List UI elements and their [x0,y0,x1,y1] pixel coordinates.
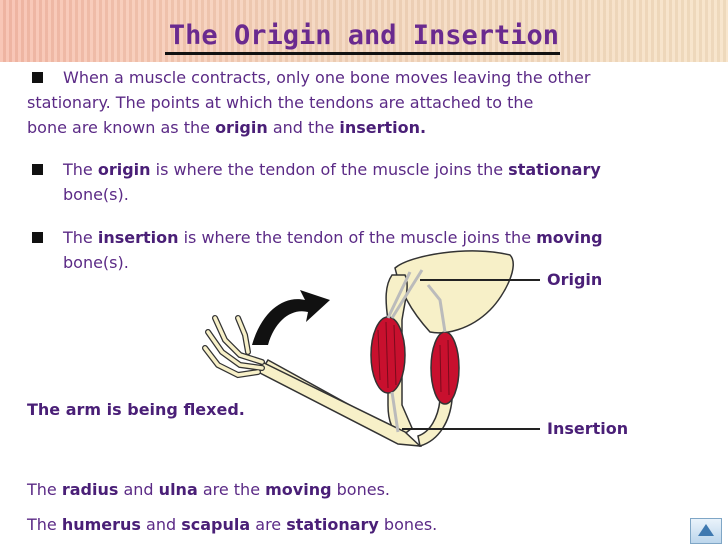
insertion-label: Insertion [547,419,629,438]
insertion-definition-line-2: bone(s). [63,253,129,272]
square-bullet-icon [32,232,43,243]
square-bullet-icon [32,164,43,175]
origin-definition-line-2: bone(s). [63,185,129,204]
scapula-bone [394,250,514,334]
page-title: The Origin and Insertion [168,20,560,51]
radius-ulna-line: The radius and ulna are the moving bones… [27,480,390,499]
header-banner [0,0,728,62]
intro-line-3: bone are known as the origin and the ins… [27,118,427,137]
intro-line-2: stationary. The points at which the tend… [27,93,534,112]
square-bullet-icon [32,72,43,83]
origin-label: Origin [547,270,603,289]
triceps-muscle [430,331,460,405]
intro-line-1: When a muscle contracts, only one bone m… [63,68,591,87]
up-arrow-nav-icon[interactable] [690,518,722,544]
insertion-callout-line [402,428,540,430]
humerus-scapula-line: The humerus and scapula are stationary b… [27,515,438,534]
origin-definition: The origin is where the tendon of the mu… [63,160,601,179]
curved-arrow-icon [252,290,330,345]
insertion-definition: The insertion is where the tendon of the… [63,228,603,247]
origin-callout-line [420,279,540,281]
title-underline [165,52,560,55]
flexed-caption: The arm is being flexed. [27,400,245,419]
